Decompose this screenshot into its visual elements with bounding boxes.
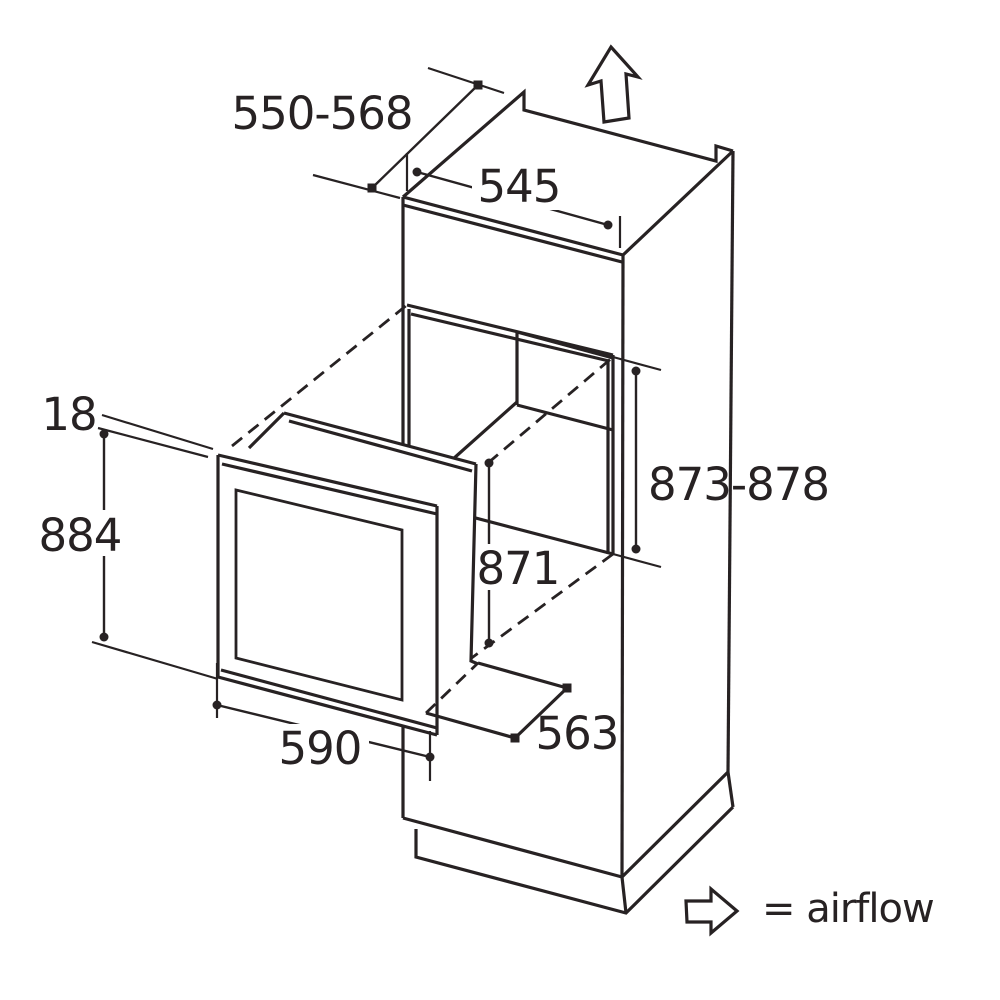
label-door-thickness: 18 <box>41 388 96 441</box>
dimension-cabinet-depth <box>312 66 505 200</box>
label-cabinet-depth: 550-568 <box>231 87 412 140</box>
airflow-up-arrow-icon <box>584 44 643 124</box>
label-niche-floor-depth: 563 <box>536 707 619 760</box>
label-top-width: 545 <box>478 160 561 213</box>
label-door-height: 884 <box>39 509 122 562</box>
airflow-legend-label: = airflow <box>762 886 934 932</box>
label-door-width: 590 <box>279 722 362 775</box>
label-appliance-height: 871 <box>477 542 560 595</box>
airflow-right-arrow-icon <box>684 885 740 937</box>
label-niche-height: 873-878 <box>648 458 829 511</box>
appliance-unit <box>216 411 479 737</box>
dimension-niche-height <box>612 355 662 569</box>
label-backgrounds <box>36 162 566 770</box>
niche-floor-panel <box>425 661 572 743</box>
glass-door-window <box>234 488 404 702</box>
dimension-door-thickness <box>97 413 214 459</box>
projection-lines <box>231 303 614 670</box>
